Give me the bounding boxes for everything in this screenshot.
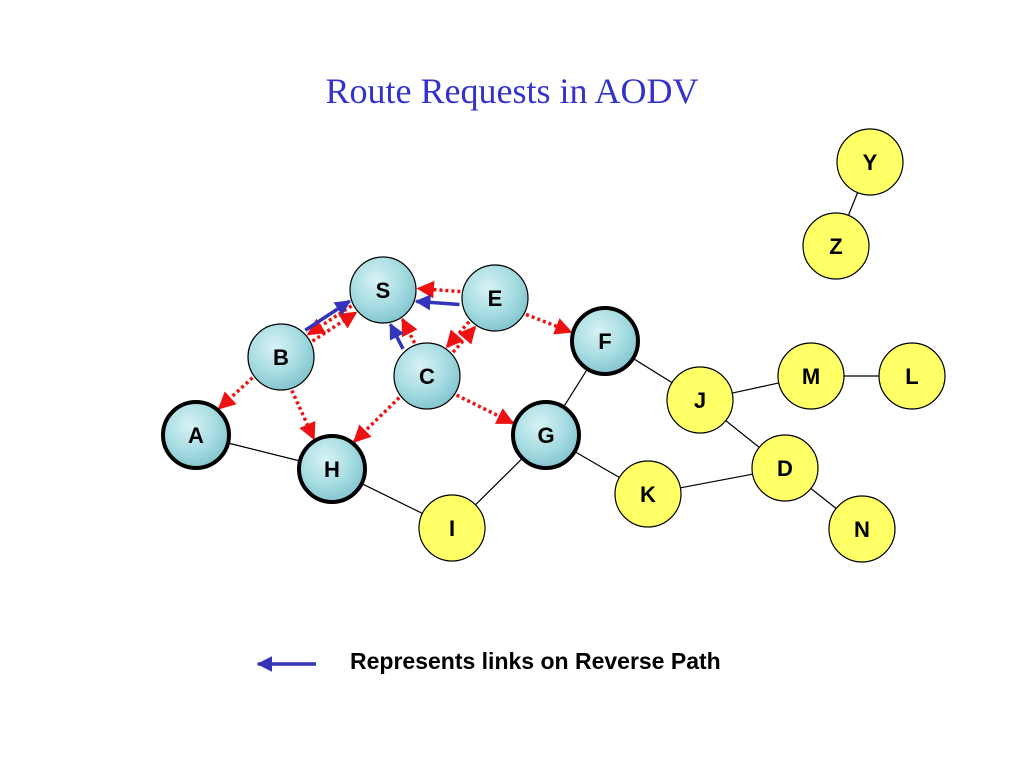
node-s: S: [349, 256, 417, 324]
node-circle: [878, 342, 946, 410]
node-circle: [836, 128, 904, 196]
node-label: S: [376, 278, 391, 303]
node-label: H: [324, 457, 340, 482]
node-label: B: [273, 345, 289, 370]
reverse-arrow-B-S: [304, 299, 351, 332]
link-F-J: [632, 357, 673, 384]
node-label: Y: [863, 150, 878, 175]
request-arrow-B-A: [217, 376, 254, 410]
node-circle: [161, 400, 231, 470]
reverse-arrow-E-S: [414, 294, 460, 311]
node-circle: [666, 366, 734, 434]
node-e: E: [461, 264, 529, 332]
request-arrow-E-S: [416, 280, 461, 299]
node-i: I: [418, 494, 486, 562]
node-label: J: [694, 388, 706, 413]
node-circle: [349, 256, 417, 324]
node-label: L: [905, 364, 918, 389]
node-circle: [777, 342, 845, 410]
node-n: N: [828, 495, 896, 563]
links-layer: [227, 192, 879, 514]
node-circle: [297, 434, 367, 504]
slide-title: Route Requests in AODV: [325, 71, 699, 111]
node-d: D: [751, 434, 819, 502]
node-circle: [828, 495, 896, 563]
reverse-arrow-C-S: [388, 322, 405, 350]
node-circle: [461, 264, 529, 332]
request-arrow-B-H: [290, 389, 316, 441]
legend-label: Represents links on Reverse Path: [350, 648, 721, 674]
link-J-M: [732, 382, 779, 394]
link-J-D: [725, 420, 760, 448]
reverse-path-arrows: [304, 294, 460, 350]
link-G-F: [563, 368, 588, 408]
node-f: F: [570, 306, 640, 376]
node-label: M: [802, 364, 820, 389]
node-circle: [751, 434, 819, 502]
node-g: G: [511, 400, 581, 470]
link-Y-Z: [847, 192, 859, 216]
request-arrow-C-H: [352, 396, 401, 443]
request-arrow-C-S: [400, 317, 418, 344]
node-label: A: [188, 423, 204, 448]
node-circle: [802, 212, 870, 280]
node-k: K: [614, 460, 682, 528]
node-circle: [247, 323, 315, 391]
link-A-H: [227, 442, 301, 462]
link-K-D: [680, 473, 753, 489]
node-label: F: [598, 329, 611, 354]
link-D-N: [810, 488, 837, 509]
nodes-layer: S E B C F A H G I J K M L D N Y Z: [161, 128, 946, 563]
node-y: Y: [836, 128, 904, 196]
node-circle: [614, 460, 682, 528]
node-label: N: [854, 517, 870, 542]
node-z: Z: [802, 212, 870, 280]
request-arrow-C-E: [451, 325, 477, 354]
node-circle: [393, 342, 461, 410]
request-arrow-B-S: [311, 311, 358, 343]
node-m: M: [777, 342, 845, 410]
request-arrow-E-F: [525, 312, 573, 335]
request-arrow-E-C: [445, 320, 471, 349]
node-j: J: [666, 366, 734, 434]
node-label: D: [777, 456, 793, 481]
node-label: I: [449, 516, 455, 541]
request-arrow-C-G: [455, 393, 515, 425]
link-G-K: [574, 451, 620, 478]
node-l: L: [878, 342, 946, 410]
node-label: E: [488, 286, 503, 311]
node-c: C: [393, 342, 461, 410]
link-I-G: [475, 457, 523, 506]
node-circle: [418, 494, 486, 562]
node-label: K: [640, 482, 656, 507]
node-a: A: [161, 400, 231, 470]
node-label: G: [537, 423, 554, 448]
node-circle: [570, 306, 640, 376]
node-label: C: [419, 364, 435, 389]
node-label: Z: [829, 234, 842, 259]
node-h: H: [297, 434, 367, 504]
link-H-I: [361, 483, 423, 514]
node-circle: [511, 400, 581, 470]
node-b: B: [247, 323, 315, 391]
